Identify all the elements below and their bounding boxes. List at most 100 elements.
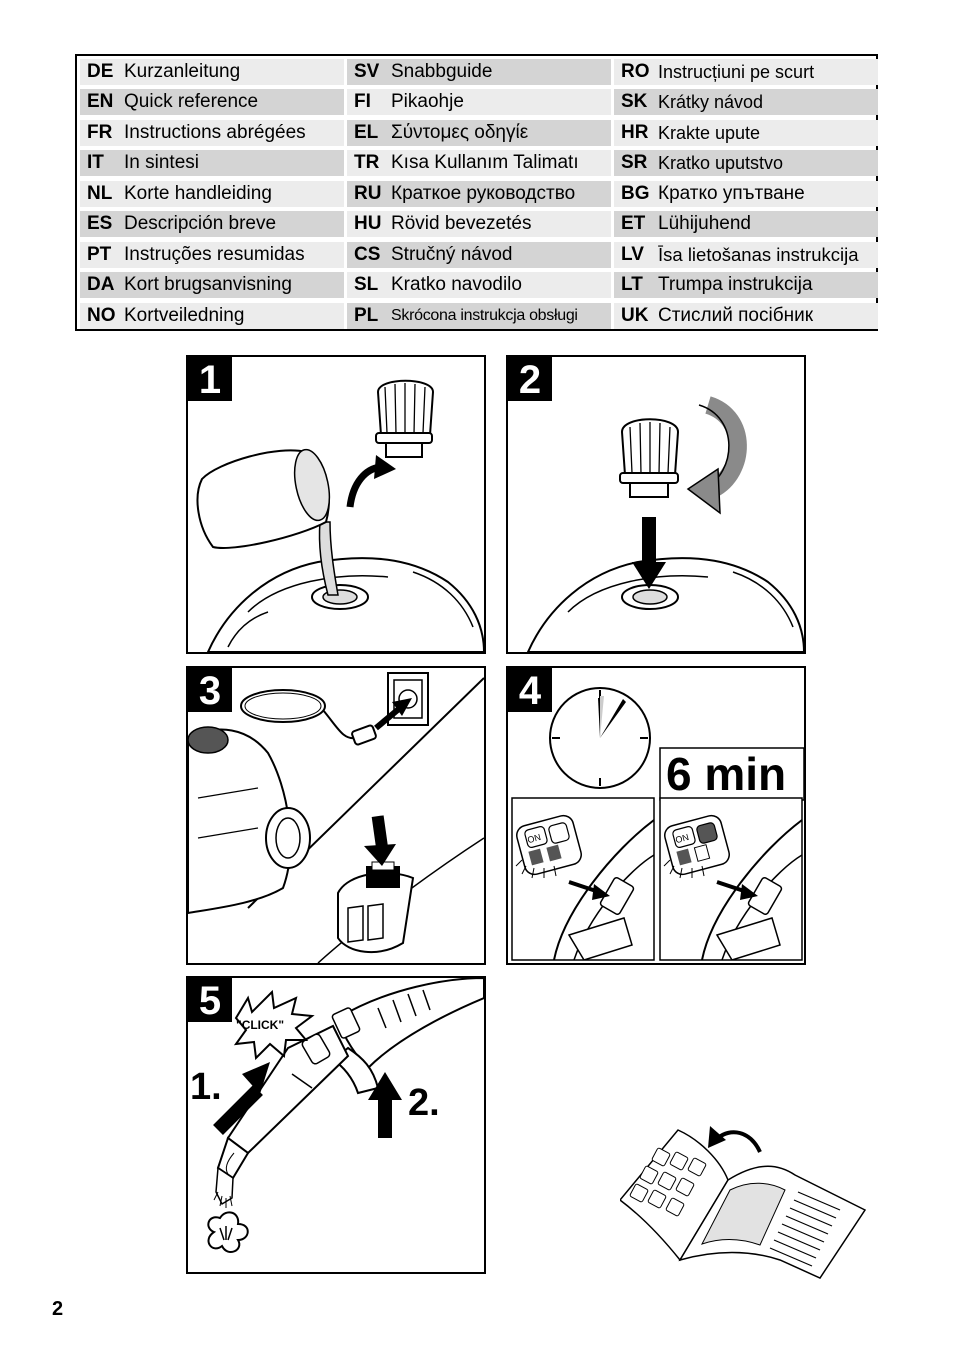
- language-row-sl: SL Kratko navodilo: [347, 272, 611, 299]
- language-row-pl: PL Skrócona instrukcja obsługi: [347, 302, 611, 329]
- step-4-panel: 6 min ON ON: [506, 666, 806, 965]
- arrow-2-label: 2.: [408, 1082, 440, 1124]
- step-number-badge: 3: [188, 668, 232, 713]
- language-code: BG: [621, 182, 650, 204]
- language-row-bg: BG Кратко упътване: [614, 180, 878, 207]
- language-code: LT: [621, 274, 643, 296]
- language-code: PL: [354, 304, 379, 326]
- language-code: TR: [354, 152, 380, 174]
- step-5-panel: "CLICK" 1. 2. 5: [186, 976, 486, 1274]
- language-title: Lühijuhend: [658, 213, 751, 235]
- language-code: DA: [87, 274, 115, 296]
- switch-off-illustration: ON: [515, 814, 654, 960]
- language-title: Kortveiledning: [124, 304, 245, 326]
- language-title: Snabbguide: [391, 61, 493, 82]
- step-number-badge: 4: [508, 668, 552, 713]
- language-title: Kort brugsanvisning: [124, 274, 292, 296]
- language-code: ET: [621, 213, 646, 235]
- language-code: NO: [87, 304, 116, 326]
- fill-water-illustration: [196, 379, 484, 652]
- step-3-panel: 3: [186, 666, 486, 965]
- language-code: CS: [354, 243, 381, 265]
- on-switch-label: ON: [526, 832, 542, 845]
- language-row-fr: FR Instructions abrégées: [80, 119, 344, 146]
- language-row-da: DA Kort brugsanvisning: [80, 272, 344, 299]
- page-number: 2: [52, 1298, 64, 1320]
- language-title: Kısa Kullanım Talimatı: [391, 152, 579, 174]
- language-title: Instruções resumidas: [124, 243, 305, 265]
- open-manual-icon: [620, 1126, 867, 1279]
- language-row-lt: LT Trumpa instrukcija: [614, 272, 878, 299]
- attach-nozzle-illustration: [207, 978, 484, 1254]
- language-row-ro: RO Instrucțiuni pe scurt: [614, 59, 878, 85]
- language-code: RO: [621, 61, 650, 82]
- language-title: Kratko navodilo: [391, 274, 522, 296]
- language-row-en: EN Quick reference: [80, 89, 344, 116]
- language-title: Quick reference: [124, 91, 259, 113]
- language-title: Krátky návod: [658, 92, 764, 113]
- language-code: PT: [87, 243, 112, 265]
- language-column-3: RO Instrucțiuni pe scurt SK Krátky návod H…: [614, 59, 878, 333]
- language-code: FI: [354, 91, 371, 113]
- language-row-el: EL Σύντομες οδηγίε: [347, 119, 611, 146]
- language-code: FR: [87, 121, 113, 143]
- language-row-es: ES Descripción breve: [80, 211, 344, 238]
- language-code: SK: [621, 91, 648, 113]
- language-row-sv: SV Snabbguide: [347, 59, 611, 85]
- language-title: Pikaohje: [391, 91, 464, 113]
- language-row-sr: SR Kratko uputstvo: [614, 150, 878, 177]
- language-code: SL: [354, 274, 379, 296]
- language-row-pt: PT Instruções resumidas: [80, 241, 344, 268]
- language-code: LV: [621, 243, 644, 265]
- language-code: HR: [621, 121, 649, 143]
- language-row-nl: NL Korte handleiding: [80, 180, 344, 207]
- language-title: Skrócona instrukcja obsługi: [391, 306, 578, 324]
- language-code: RU: [354, 182, 382, 204]
- switch-on-illustration: ON: [663, 814, 802, 960]
- language-row-et: ET Lühijuhend: [614, 211, 878, 238]
- language-title: Стислий посібник: [658, 304, 814, 326]
- language-code: EL: [354, 121, 379, 143]
- language-code: SR: [621, 152, 648, 174]
- language-title: Descripción breve: [124, 213, 277, 235]
- language-title: Kratko uputstvo: [658, 153, 784, 174]
- step-number-badge: 5: [188, 978, 232, 1023]
- plug-in-illustration: [188, 672, 484, 963]
- screw-cap-illustration: [526, 396, 804, 652]
- language-row-fi: FI Pikaohje: [347, 89, 611, 116]
- language-column-2: SV Snabbguide FI Pikaohje EL Σύντομες οδηγί…: [347, 59, 611, 333]
- language-title: Instrucțiuni pe scurt: [658, 62, 815, 82]
- on-switch-label: ON: [674, 832, 690, 845]
- language-row-sk: SK Krátky návod: [614, 89, 878, 116]
- language-code: IT: [87, 152, 104, 174]
- language-title: Korte handleiding: [124, 182, 272, 204]
- language-title: Σύντομες οδηγίε: [391, 121, 529, 143]
- language-code: NL: [87, 182, 113, 204]
- language-title: Краткое руководство: [391, 182, 576, 204]
- language-title: In sintesi: [124, 152, 199, 174]
- click-label: "CLICK": [236, 1018, 285, 1032]
- step-number-badge: 2: [508, 357, 552, 402]
- duration-label: 6 min: [666, 748, 787, 800]
- language-title: Trumpa instrukcija: [658, 274, 813, 296]
- language-row-cs: CS Stručný návod: [347, 241, 611, 268]
- step-1-panel: 1: [186, 355, 486, 654]
- language-code: SV: [354, 61, 380, 82]
- language-code: HU: [354, 213, 382, 235]
- language-title: Īsa lietošanas instrukcija: [658, 243, 859, 265]
- language-title: Stručný návod: [391, 243, 513, 265]
- step-number-badge: 1: [188, 357, 232, 402]
- language-title: Krakte upute: [658, 122, 761, 143]
- language-title: Кратко упътване: [658, 182, 805, 204]
- language-title: Instructions abrégées: [124, 121, 306, 143]
- language-row-hr: HR Krakte upute: [614, 119, 878, 146]
- language-code: EN: [87, 91, 114, 113]
- step-2-panel: 2: [506, 355, 806, 654]
- language-row-tr: TR Kısa Kullanım Talimatı: [347, 150, 611, 177]
- language-code: ES: [87, 213, 113, 235]
- language-code: UK: [621, 304, 649, 326]
